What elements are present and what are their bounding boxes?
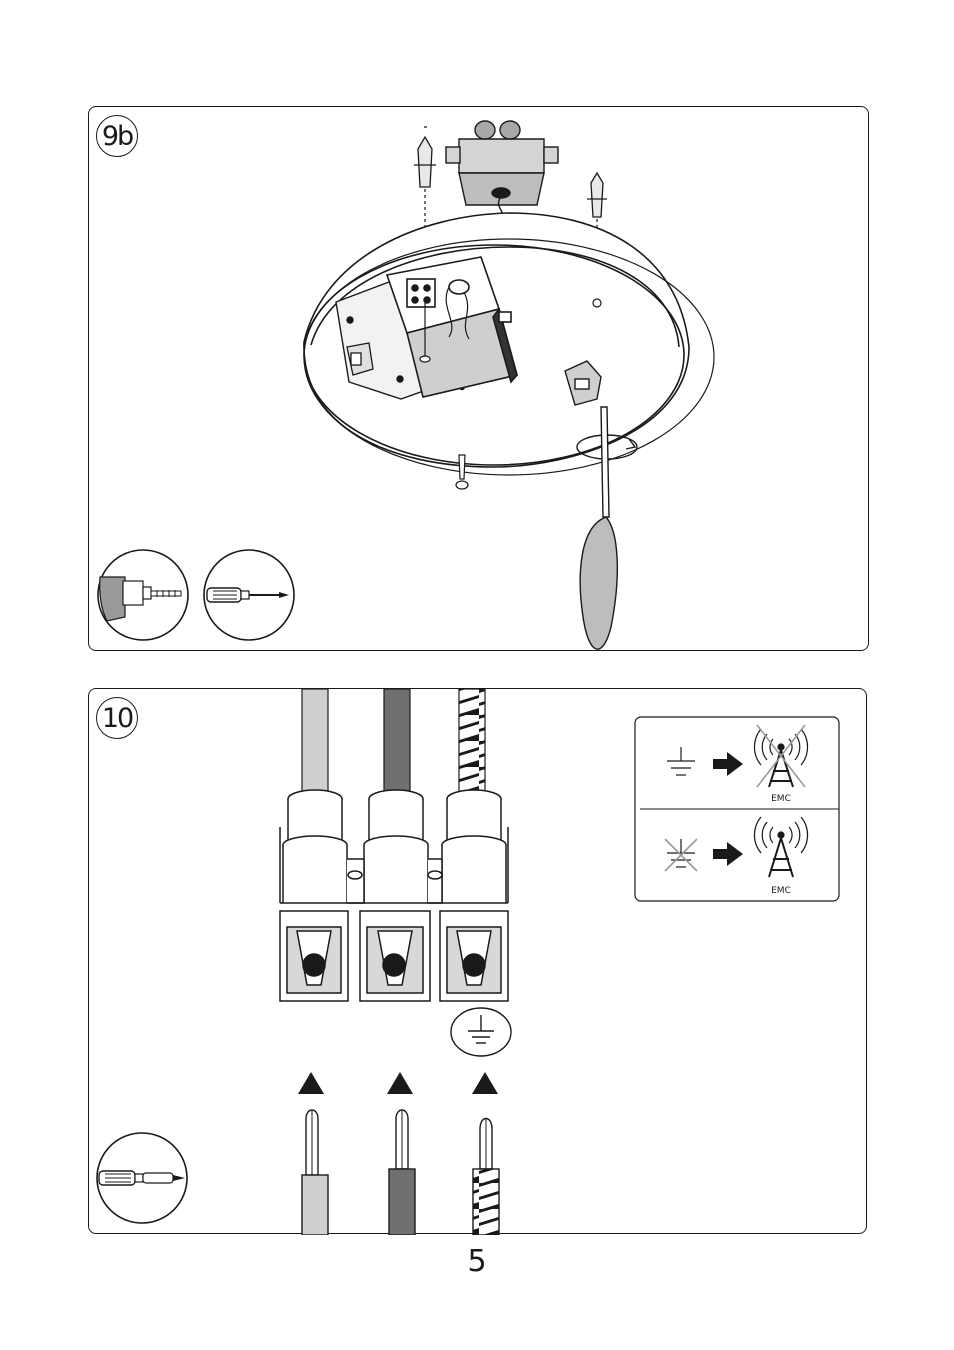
emc-label: EMC xyxy=(771,886,791,896)
wall-anchor-left xyxy=(414,127,436,187)
page-number: 5 xyxy=(0,1244,954,1279)
wire-light-grey xyxy=(302,689,328,797)
wire-end-striped xyxy=(473,1119,499,1236)
terminal-3 xyxy=(440,790,508,1001)
arrow-up-icon xyxy=(472,1072,498,1094)
drill-icon xyxy=(98,550,188,640)
terminal-block xyxy=(280,790,508,1001)
arrow-up-icon xyxy=(298,1072,324,1094)
terminal-2 xyxy=(360,790,430,1001)
arrow-up-icon xyxy=(387,1072,413,1094)
ceiling-mount-illustration xyxy=(89,107,870,652)
screwdriver-icon xyxy=(204,550,294,640)
step-9b-panel: 9b xyxy=(88,106,869,651)
terminal-1 xyxy=(280,790,348,1001)
emc-label: EMC xyxy=(771,794,791,804)
junction-box xyxy=(446,121,558,219)
terminal-block-wiring-illustration: EMC EMC xyxy=(89,689,868,1235)
earth-ground-icon xyxy=(451,1008,511,1056)
step-10-panel: 10 xyxy=(88,688,867,1234)
emc-legend: EMC EMC xyxy=(635,717,839,901)
wire-end-dark-grey xyxy=(389,1110,415,1235)
wire-end-light-grey xyxy=(302,1110,328,1235)
wire-striped xyxy=(459,689,485,797)
wire-dark-grey xyxy=(384,689,410,797)
screwdriver-icon xyxy=(97,1133,187,1223)
wall-anchor-right xyxy=(587,173,607,217)
